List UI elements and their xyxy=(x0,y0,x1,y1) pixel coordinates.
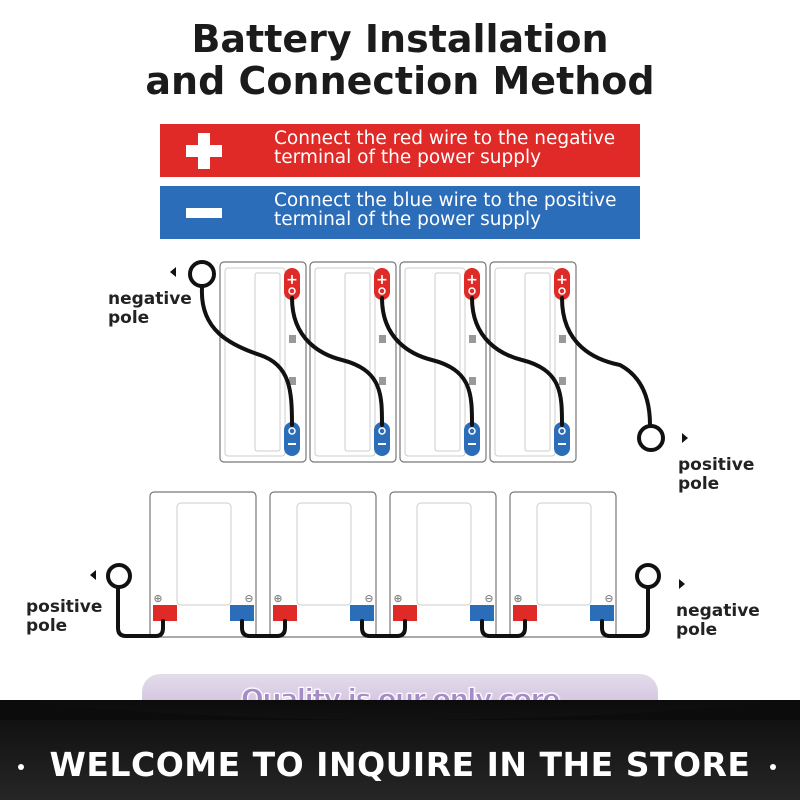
terminal-hole xyxy=(558,427,566,435)
wire xyxy=(470,296,564,427)
battery-clip xyxy=(559,335,566,343)
arrow-left-icon xyxy=(170,267,176,277)
terminal-hole xyxy=(378,287,386,295)
battery-clip xyxy=(469,377,476,385)
negative-terminal xyxy=(470,605,494,621)
positive-terminal xyxy=(273,605,297,621)
terminal-hole xyxy=(468,287,476,295)
wire xyxy=(116,586,165,638)
battery-panel xyxy=(416,502,472,606)
bullet-dot xyxy=(18,764,24,770)
battery-clip xyxy=(289,335,296,343)
battery-outline xyxy=(314,267,376,457)
battery-clip xyxy=(379,335,386,343)
minus-icon xyxy=(558,443,566,445)
negative-terminal xyxy=(554,422,570,456)
minus-icon xyxy=(186,208,222,218)
wire xyxy=(290,296,384,427)
terminal-hole xyxy=(558,287,566,295)
arrow-right-icon xyxy=(679,579,685,589)
positive-terminal xyxy=(153,605,177,621)
positive-terminal xyxy=(554,268,570,300)
plus-icon: + xyxy=(286,272,298,288)
terminal-hole xyxy=(378,427,386,435)
battery-clip xyxy=(469,335,476,343)
plus-icon: + xyxy=(556,272,568,288)
terminal-hole xyxy=(468,427,476,435)
wire xyxy=(560,296,652,427)
minus-icon: ⊖ xyxy=(364,592,373,605)
minus-icon xyxy=(468,443,476,445)
plus-icon: ⊕ xyxy=(273,592,282,605)
negative-terminal xyxy=(590,605,614,621)
negative-terminal xyxy=(464,422,480,456)
ring-terminal xyxy=(635,563,661,589)
battery-panel xyxy=(254,272,281,452)
minus-icon: ⊖ xyxy=(244,592,253,605)
arrow-right-icon xyxy=(682,433,688,443)
battery-panel xyxy=(176,502,232,606)
battery-panel xyxy=(536,502,592,606)
wire xyxy=(380,296,474,427)
negative-terminal xyxy=(350,605,374,621)
plus-icon: + xyxy=(376,272,388,288)
ring-terminal xyxy=(188,260,216,288)
plus-icon: + xyxy=(466,272,478,288)
positive-terminal xyxy=(393,605,417,621)
wire xyxy=(600,586,650,638)
positive-terminal xyxy=(374,268,390,300)
ring-terminal xyxy=(106,563,132,589)
footer-curve xyxy=(0,700,800,720)
minus-icon xyxy=(288,443,296,445)
plus-icon: ⊕ xyxy=(153,592,162,605)
plus-icon xyxy=(186,133,222,169)
minus-icon: ⊖ xyxy=(484,592,493,605)
plus-icon: ⊕ xyxy=(513,592,522,605)
battery-outline xyxy=(404,267,466,457)
battery-clip xyxy=(559,377,566,385)
minus-icon xyxy=(378,443,386,445)
plus-icon: ⊕ xyxy=(393,592,402,605)
negative-terminal xyxy=(374,422,390,456)
terminal-hole xyxy=(288,427,296,435)
arrow-left-icon xyxy=(90,570,96,580)
positive-terminal xyxy=(464,268,480,300)
wire xyxy=(360,619,407,638)
battery-clip xyxy=(289,377,296,385)
battery-panel xyxy=(296,502,352,606)
footer-text: WELCOME TO INQUIRE IN THE STORE xyxy=(49,745,751,784)
negative-terminal xyxy=(284,422,300,456)
connection-diagram: + + + + ⊕ ⊖ ⊕ ⊖ ⊕ ⊖ ⊕ ⊖ xyxy=(90,260,688,638)
ring-terminal xyxy=(637,424,665,452)
bullet-dot xyxy=(770,764,776,770)
terminal-hole xyxy=(288,287,296,295)
battery-outline xyxy=(224,267,286,457)
page-title: Battery Installation and Connection Meth… xyxy=(145,17,655,103)
wire xyxy=(199,286,294,427)
wire xyxy=(480,619,527,638)
minus-icon: ⊖ xyxy=(604,592,613,605)
positive-terminal xyxy=(284,268,300,300)
battery-outline xyxy=(494,267,556,457)
negative-terminal xyxy=(230,605,254,621)
wire xyxy=(240,619,287,638)
positive-terminal xyxy=(513,605,537,621)
battery-clip xyxy=(379,377,386,385)
